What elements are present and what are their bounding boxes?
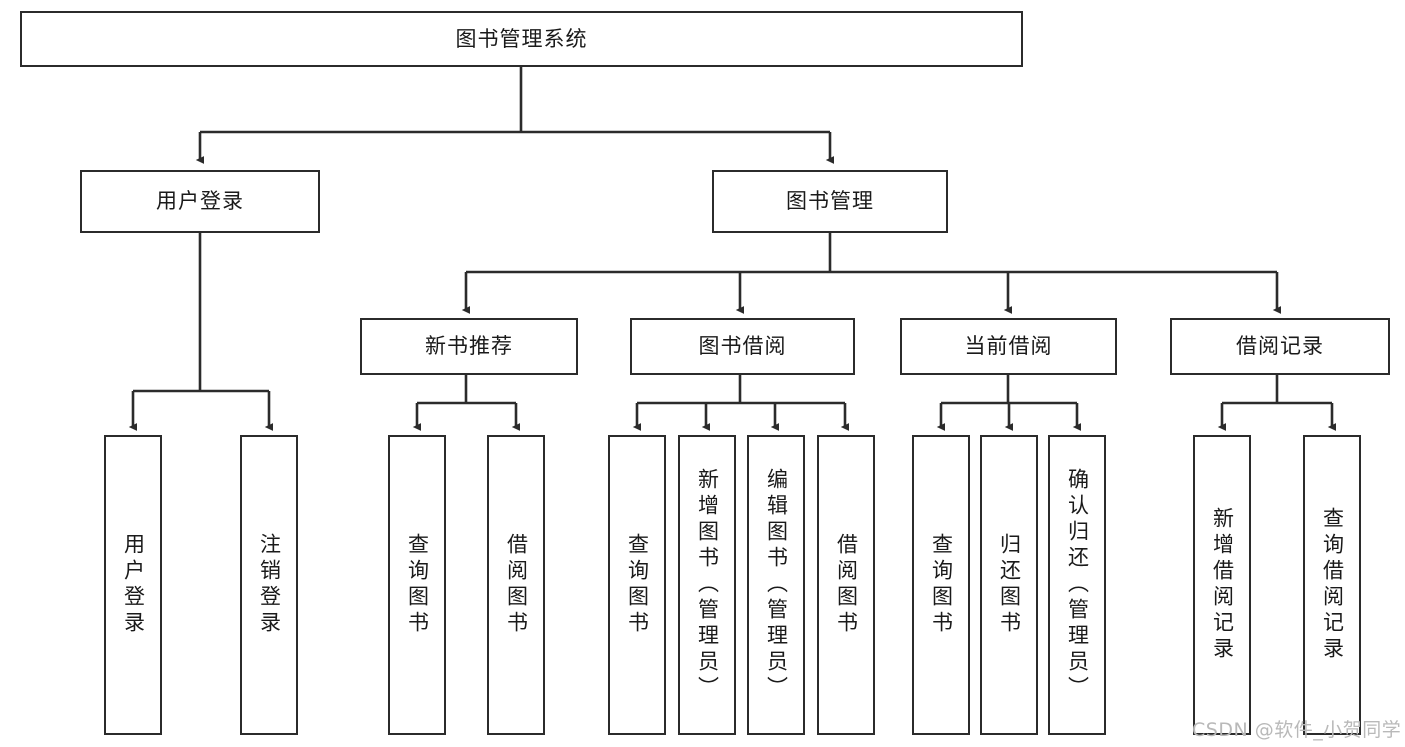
node-leaf-user-logout-label: 注销登录 [257, 533, 282, 637]
node-new-book-recommend[interactable]: 新书推荐 [360, 318, 578, 375]
node-user-login-branch[interactable]: 用户登录 [80, 170, 320, 233]
node-book-manage-branch-label: 图书管理 [786, 189, 874, 214]
node-current-borrow[interactable]: 当前借阅 [900, 318, 1117, 375]
node-leaf-newbook-query-label: 查询图书 [405, 533, 430, 637]
node-leaf-user-login[interactable]: 用户登录 [104, 435, 162, 735]
node-borrow-record-label: 借阅记录 [1236, 334, 1324, 359]
node-leaf-current-return[interactable]: 归还图书 [980, 435, 1038, 735]
node-borrow-record[interactable]: 借阅记录 [1170, 318, 1390, 375]
node-leaf-newbook-borrow[interactable]: 借阅图书 [487, 435, 545, 735]
node-leaf-user-logout[interactable]: 注销登录 [240, 435, 298, 735]
node-leaf-current-return-label: 归还图书 [997, 533, 1022, 637]
node-leaf-borrow-query[interactable]: 查询图书 [608, 435, 666, 735]
node-leaf-user-login-label: 用户登录 [121, 533, 146, 637]
node-leaf-borrow-edit[interactable]: 编辑图书（管理员） [747, 435, 805, 735]
node-leaf-borrow-lend-label: 借阅图书 [834, 533, 859, 637]
node-leaf-borrow-edit-label: 编辑图书（管理员） [764, 468, 789, 702]
node-leaf-record-add-label: 新增借阅记录 [1210, 507, 1235, 663]
node-book-borrow[interactable]: 图书借阅 [630, 318, 855, 375]
node-root-system[interactable]: 图书管理系统 [20, 11, 1023, 67]
node-new-book-recommend-label: 新书推荐 [425, 334, 513, 359]
csdn-watermark: CSDN @软件_小贺同学 [1192, 719, 1402, 741]
node-leaf-newbook-query[interactable]: 查询图书 [388, 435, 446, 735]
node-leaf-record-query-label: 查询借阅记录 [1320, 507, 1345, 663]
node-book-borrow-label: 图书借阅 [698, 334, 787, 359]
node-leaf-current-confirm-label: 确认归还（管理员） [1065, 468, 1090, 702]
node-leaf-borrow-lend[interactable]: 借阅图书 [817, 435, 875, 735]
node-user-login-branch-label: 用户登录 [156, 189, 244, 214]
node-leaf-borrow-add[interactable]: 新增图书（管理员） [678, 435, 736, 735]
node-leaf-newbook-borrow-label: 借阅图书 [504, 533, 529, 637]
node-leaf-current-confirm[interactable]: 确认归还（管理员） [1048, 435, 1106, 735]
node-leaf-record-query[interactable]: 查询借阅记录 [1303, 435, 1361, 735]
node-leaf-current-query[interactable]: 查询图书 [912, 435, 970, 735]
node-leaf-record-add[interactable]: 新增借阅记录 [1193, 435, 1251, 735]
node-current-borrow-label: 当前借阅 [964, 334, 1053, 359]
node-root-system-label: 图书管理系统 [455, 26, 588, 51]
node-leaf-borrow-add-label: 新增图书（管理员） [695, 468, 720, 702]
node-book-manage-branch[interactable]: 图书管理 [712, 170, 948, 233]
node-leaf-current-query-label: 查询图书 [929, 533, 954, 637]
node-leaf-borrow-query-label: 查询图书 [625, 533, 650, 637]
